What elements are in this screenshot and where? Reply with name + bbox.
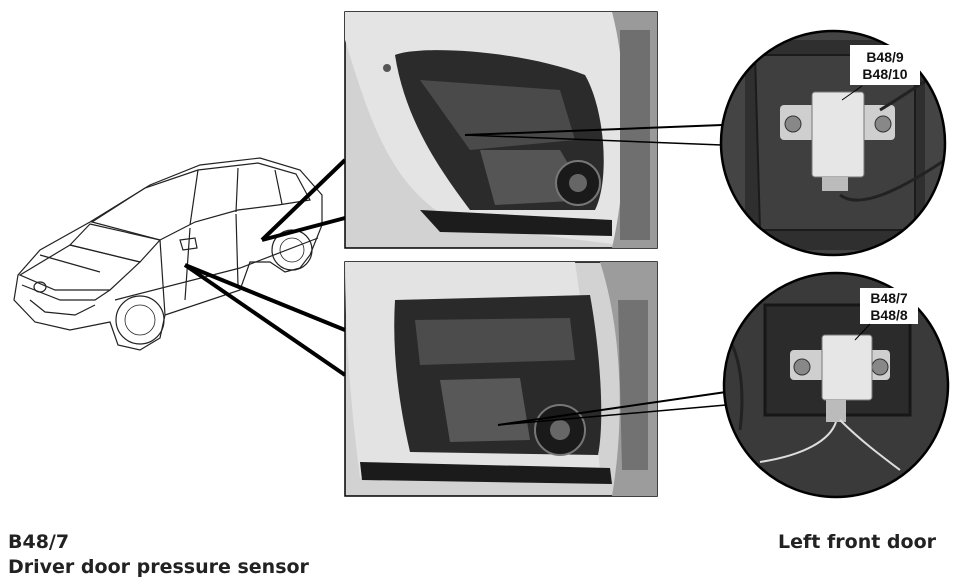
rear-wheel-rim [279,237,305,263]
front-door-photo [344,261,658,497]
leader-rear-sensor-b [464,134,723,146]
component-name: Driver door pressure sensor [8,556,309,578]
rear-sensor-body [811,91,865,178]
front-wheel [115,295,165,345]
leader-front-sensor-b [497,404,727,426]
front-callout-label-1: B48/7 [870,290,908,306]
car-mirror [179,237,198,251]
front-sensor-zoom: B48/7 B48/8 [722,271,950,499]
front-wheel-rim [124,304,156,336]
car-windows [90,162,311,241]
vehicle-illustration [13,157,323,351]
car-hood [18,244,142,291]
leader-rear-door-a [260,158,347,242]
leader-front-sensor [497,391,727,426]
component-code: B48/7 [8,531,70,553]
front-sensor-body [821,334,873,401]
rear-sensor-zoom: B48/9 B48/10 [719,29,947,257]
leader-rear-door-b [261,216,346,242]
rear-callout-label-2: B48/10 [862,66,907,82]
car-side-crease [114,237,319,301]
component-location: Left front door [778,531,936,553]
front-callout-label-2: B48/8 [870,307,908,323]
leader-front-door-b [183,263,347,377]
leader-front-door-a [184,263,346,332]
rear-callout-label-1: B48/9 [866,49,904,65]
car-door-lines [159,213,239,316]
leader-rear-sensor [464,124,723,136]
car-window-pillars [189,167,283,226]
car-emblem [33,281,47,293]
